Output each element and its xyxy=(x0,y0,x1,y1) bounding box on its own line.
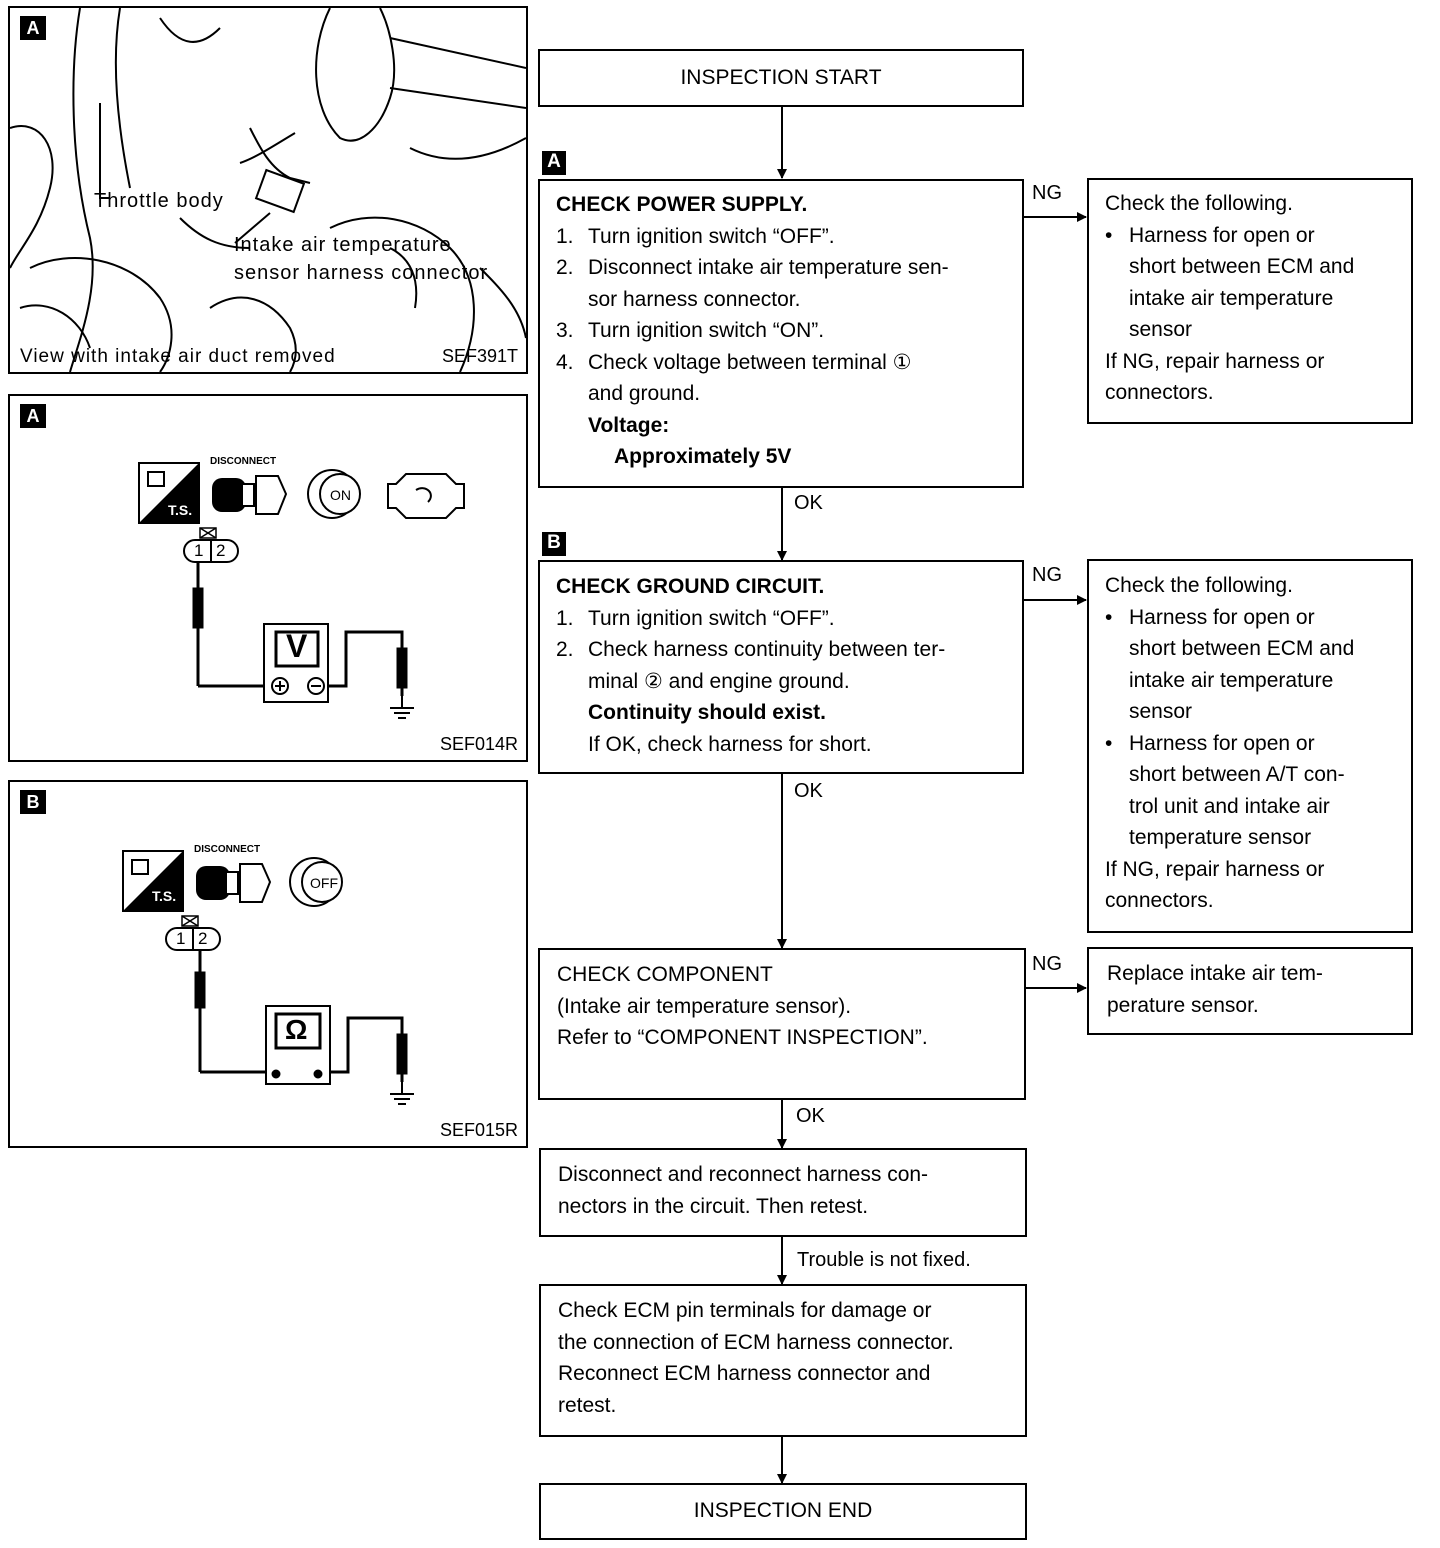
step-check-power-supply: CHECK POWER SUPPLY. 1.Turn ignition swit… xyxy=(538,179,1024,488)
key-off-text: OFF xyxy=(310,875,338,891)
ng-line: Replace intake air tem- xyxy=(1107,962,1323,985)
step-line: Refer to “COMPONENT INSPECTION”. xyxy=(557,1026,928,1049)
step-b-tag: B xyxy=(542,532,566,556)
figure-continuity-check: B T.S. DISCONNECT OFF 1 2 Ω S xyxy=(8,780,528,1148)
step-line: nectors in the circuit. Then retest. xyxy=(558,1194,869,1218)
step-a-tag: A xyxy=(542,151,566,175)
ng-footer: If NG, repair harness or xyxy=(1105,349,1325,373)
step-check-component: CHECK COMPONENT (Intake air temperature … xyxy=(538,948,1026,1100)
figure-caption: View with intake air duct removed xyxy=(20,346,336,367)
inspection-start-label: INSPECTION START xyxy=(680,66,882,89)
ng-bullet: • Harness for open or short between ECM … xyxy=(1105,605,1355,724)
ts-label: T.S. xyxy=(152,888,177,904)
step-line: the connection of ECM harness connector. xyxy=(558,1330,954,1354)
ng-label: NG xyxy=(1032,182,1062,204)
ng-label: NG xyxy=(1032,953,1062,975)
disconnect-label: DISCONNECT xyxy=(194,844,261,855)
ts-icon xyxy=(138,462,200,524)
figure-tag: A xyxy=(20,404,46,428)
label-intake-air-temp: Intake air temperature xyxy=(234,234,452,256)
step-line: CHECK COMPONENT xyxy=(557,963,773,986)
step-line: retest. xyxy=(558,1393,617,1417)
step-reconnect-connectors: Disconnect and reconnect harness con- ne… xyxy=(539,1148,1027,1237)
step-check-ecm-pins: Check ECM pin terminals for damage or th… xyxy=(539,1284,1027,1437)
ng-result-power-supply: Check the following. • Harness for open … xyxy=(1087,178,1413,424)
ng-result-ground-circuit: Check the following. • Harness for open … xyxy=(1087,559,1413,933)
ignition-key-on-icon: ON xyxy=(307,469,361,519)
step-line: (Intake air temperature sensor). xyxy=(557,994,852,1018)
ng-footer: connectors. xyxy=(1105,381,1214,404)
ng-heading: Check the following. xyxy=(1105,192,1293,215)
voltmeter-wiring xyxy=(192,562,414,719)
label-sensor-harness: sensor harness connector xyxy=(234,262,489,284)
ng-bullet: • Harness for open or short between A/T … xyxy=(1105,731,1345,850)
ohmmeter-wiring xyxy=(194,950,414,1105)
voltmeter-symbol: V xyxy=(286,628,308,664)
ng-label: NG xyxy=(1032,564,1062,586)
ng-footer: connectors. xyxy=(1105,889,1214,912)
ok-label: OK xyxy=(794,492,823,514)
spec-value: If OK, check harness for short. xyxy=(588,732,872,756)
disconnect-icon xyxy=(196,863,272,903)
step-title: CHECK GROUND CIRCUIT. xyxy=(556,575,825,598)
step-item: 2.Disconnect intake air temperature sen- xyxy=(556,256,949,279)
disconnect-icon xyxy=(212,475,288,515)
ng-result-component: Replace intake air tem- perature sensor. xyxy=(1087,947,1413,1035)
connector-pin-1: 1 xyxy=(176,929,186,948)
figure-engine-view: A Throttle body Intake air temperature s… xyxy=(8,6,528,374)
step-item: and ground. xyxy=(588,382,701,405)
step-item: 1.Turn ignition switch “OFF”. xyxy=(556,606,835,630)
inspection-start-box: INSPECTION START xyxy=(538,49,1024,107)
ohmmeter-symbol: Ω xyxy=(285,1014,308,1045)
ts-label: T.S. xyxy=(168,502,193,518)
figure-voltage-check: A T.S. DISCONNECT ON 1 2 xyxy=(8,394,528,762)
label-throttle-body: Throttle body xyxy=(94,190,224,212)
step-item: 2.Check harness continuity between ter- xyxy=(556,638,946,661)
ok-label: OK xyxy=(794,780,823,802)
step-item: 4.Check voltage between terminal ① xyxy=(556,350,912,374)
figure-tag: A xyxy=(20,16,46,40)
connector-pin-2: 2 xyxy=(216,541,226,560)
ng-bullet: • Harness for open or short between ECM … xyxy=(1105,223,1355,342)
step-item: sor harness connector. xyxy=(588,287,801,311)
step-line: Check ECM pin terminals for damage or xyxy=(558,1299,932,1322)
connector-icon xyxy=(165,915,221,951)
step-item: 1.Turn ignition switch “OFF”. xyxy=(556,224,835,248)
engine-icon xyxy=(387,473,465,519)
step-line: Reconnect ECM harness connector and xyxy=(558,1362,931,1385)
figure-code: SEF391T xyxy=(442,346,519,366)
figure-code: SEF015R xyxy=(440,1120,519,1140)
disconnect-label: DISCONNECT xyxy=(210,456,277,467)
step-item: 3.Turn ignition switch “ON”. xyxy=(556,319,825,342)
ignition-key-off-icon: OFF xyxy=(289,857,343,907)
ok-label: OK xyxy=(796,1105,825,1127)
connector-pin-2: 2 xyxy=(198,929,208,948)
step-item: minal ② and engine ground. xyxy=(588,669,850,693)
ng-heading: Check the following. xyxy=(1105,574,1293,597)
inspection-end-box: INSPECTION END xyxy=(539,1483,1027,1540)
spec-label: Continuity should exist. xyxy=(588,701,827,724)
figure-tag: B xyxy=(20,790,46,814)
ng-line: perature sensor. xyxy=(1107,993,1259,1017)
spec-value: Approximately 5V xyxy=(614,445,792,468)
connector-icon xyxy=(183,527,239,563)
figure-code: SEF014R xyxy=(440,734,519,754)
step-check-ground-circuit: CHECK GROUND CIRCUIT. 1.Turn ignition sw… xyxy=(538,560,1024,774)
engine-illustration xyxy=(10,8,526,372)
connector-pin-1: 1 xyxy=(194,541,204,560)
trouble-label: Trouble is not fixed. xyxy=(797,1249,971,1271)
step-title: CHECK POWER SUPPLY. xyxy=(556,193,808,216)
step-line: Disconnect and reconnect harness con- xyxy=(558,1163,929,1186)
key-on-text: ON xyxy=(330,487,351,503)
inspection-end-label: INSPECTION END xyxy=(693,1499,873,1522)
spec-label: Voltage: xyxy=(588,413,670,437)
ts-icon xyxy=(122,850,184,912)
ng-footer: If NG, repair harness or xyxy=(1105,857,1325,881)
